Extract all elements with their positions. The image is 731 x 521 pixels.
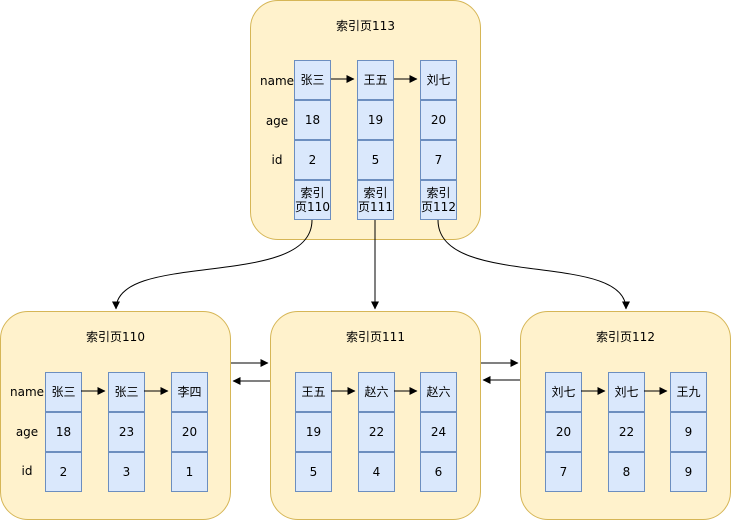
leaf-cell-age: 20 <box>545 412 582 452</box>
leaf-cell-id: 3 <box>108 452 145 492</box>
row-label-name: name <box>9 385 45 399</box>
leaf-cell-id: 9 <box>670 452 707 492</box>
page-title: 索引页113 <box>336 19 395 33</box>
root-cell-age: 19 <box>357 100 394 140</box>
leaf-cell-age: 22 <box>358 412 395 452</box>
root-cell-name: 王五 <box>357 60 394 100</box>
leaf-cell-id: 4 <box>358 452 395 492</box>
leaf-cell-name: 张三 <box>108 372 145 412</box>
leaf-cell-name: 李四 <box>171 372 208 412</box>
leaf-cell-name: 刘七 <box>545 372 582 412</box>
page-title: 索引页110 <box>86 330 145 344</box>
row-label-id: id <box>21 464 33 478</box>
leaf-cell-id: 6 <box>420 452 457 492</box>
leaf-cell-name: 王九 <box>670 372 707 412</box>
leaf-cell-age: 9 <box>670 412 707 452</box>
leaf-cell-name: 赵六 <box>358 372 395 412</box>
page-title: 索引页111 <box>346 330 405 344</box>
leaf-index-page-112: 索引页112 刘七 20 7 刘七 22 8 王九 9 9 <box>520 311 731 520</box>
child-pointer-label: 索引 页112 <box>421 186 456 214</box>
row-label-id: id <box>271 153 283 167</box>
leaf-cell-age: 20 <box>171 412 208 452</box>
root-cell-id: 5 <box>357 140 394 180</box>
root-cell-age: 20 <box>420 100 457 140</box>
leaf-cell-age: 24 <box>420 412 457 452</box>
row-label-age: age <box>265 114 289 128</box>
leaf-cell-age: 22 <box>608 412 645 452</box>
root-cell-id: 7 <box>420 140 457 180</box>
page-title: 索引页112 <box>596 330 655 344</box>
leaf-index-page-110: 索引页110 name age id 张三 18 2 张三 23 3 李四 20… <box>0 311 231 520</box>
leaf-cell-id: 1 <box>171 452 208 492</box>
leaf-cell-name: 赵六 <box>420 372 457 412</box>
root-cell-child-pointer: 索引 页112 <box>420 180 457 220</box>
row-label-age: age <box>15 425 39 439</box>
root-cell-child-pointer: 索引 页111 <box>357 180 394 220</box>
root-cell-name: 刘七 <box>420 60 457 100</box>
leaf-cell-name: 刘七 <box>608 372 645 412</box>
row-label-name: name <box>259 74 295 88</box>
leaf-index-page-111: 索引页111 王五 19 5 赵六 22 4 赵六 24 6 <box>270 311 481 520</box>
leaf-cell-name: 张三 <box>45 372 82 412</box>
root-cell-id: 2 <box>294 140 331 180</box>
root-index-page: 索引页113 name age id 张三 18 2 索引 页110 王五 19… <box>250 0 481 240</box>
leaf-cell-id: 2 <box>45 452 82 492</box>
leaf-cell-age: 19 <box>295 412 332 452</box>
root-cell-child-pointer: 索引 页110 <box>294 180 331 220</box>
child-pointer-label: 索引 页110 <box>295 186 330 214</box>
leaf-cell-age: 23 <box>108 412 145 452</box>
root-cell-age: 18 <box>294 100 331 140</box>
leaf-cell-age: 18 <box>45 412 82 452</box>
child-pointer-label: 索引 页111 <box>358 186 393 214</box>
leaf-cell-name: 王五 <box>295 372 332 412</box>
leaf-cell-id: 7 <box>545 452 582 492</box>
leaf-cell-id: 8 <box>608 452 645 492</box>
root-cell-name: 张三 <box>294 60 331 100</box>
leaf-cell-id: 5 <box>295 452 332 492</box>
